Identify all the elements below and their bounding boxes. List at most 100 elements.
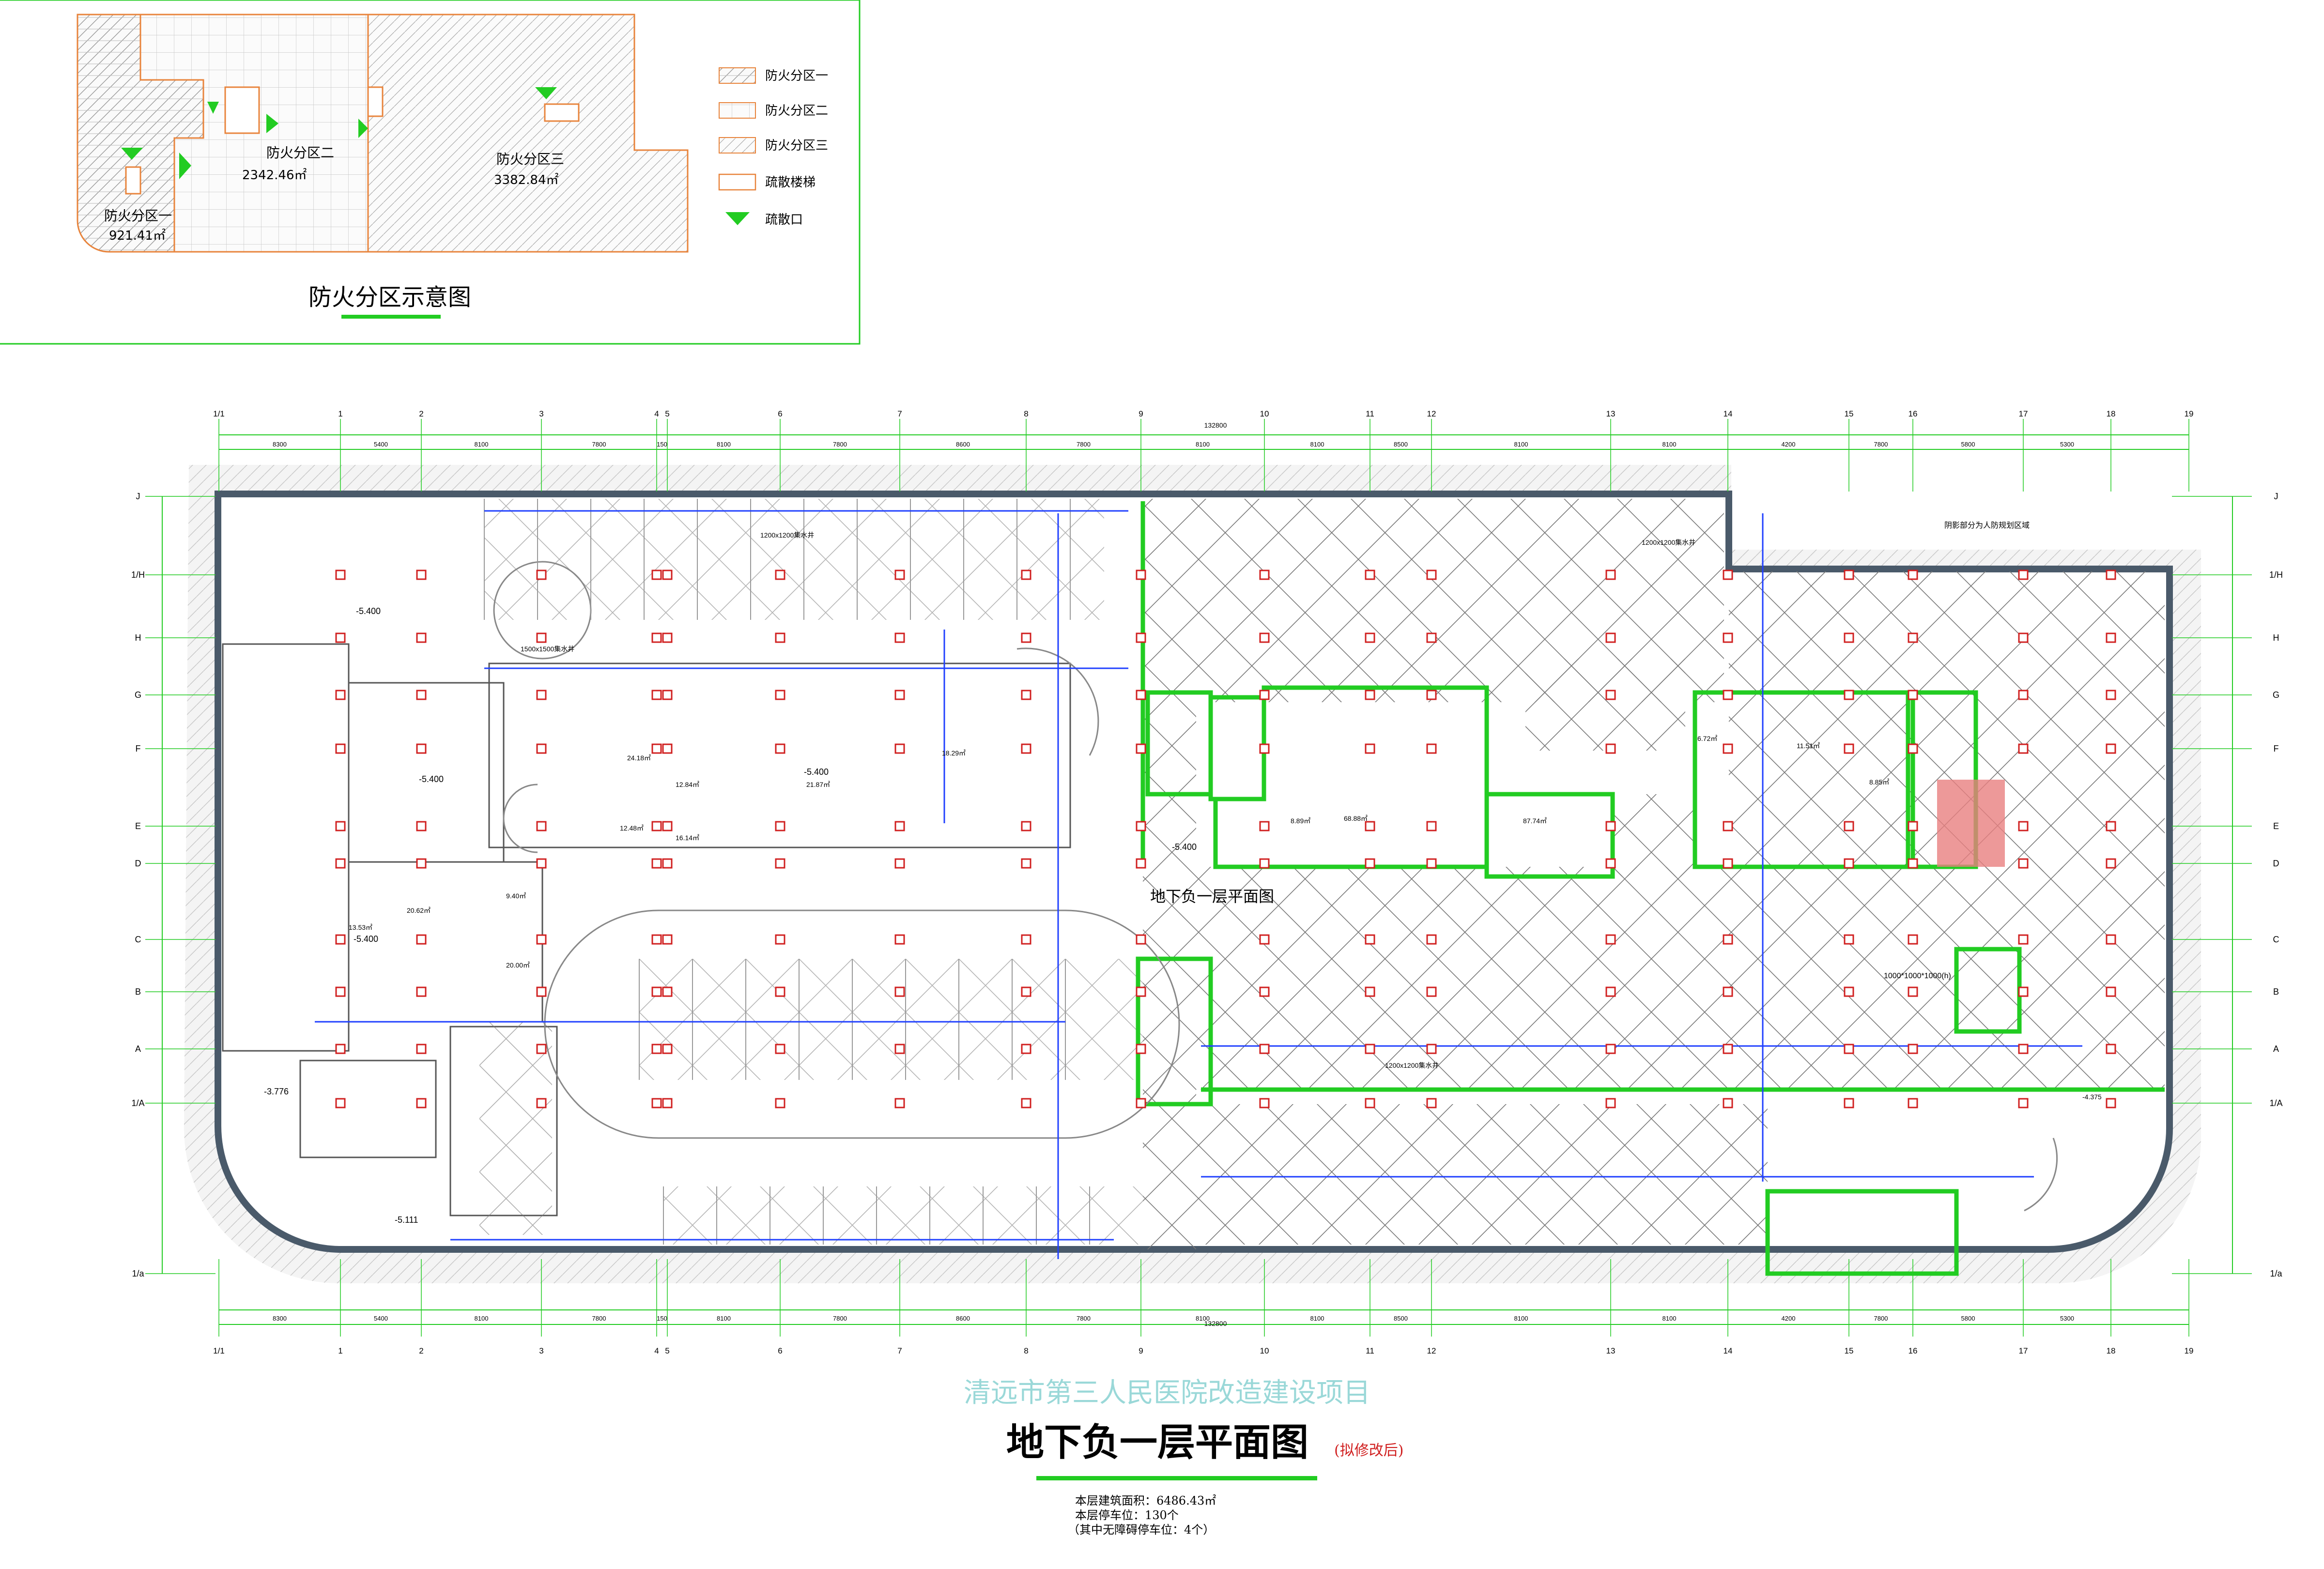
column — [1844, 934, 1854, 945]
stat-parking: 本层停车位：130个 — [1075, 1508, 1179, 1522]
dimension-value: 7800 — [592, 441, 606, 448]
exit-triangle-icon — [179, 153, 191, 179]
civil-defense-zone — [1143, 702, 1196, 1249]
column — [775, 1098, 785, 1108]
column — [1021, 821, 1031, 831]
legend-swatch — [718, 173, 756, 191]
axis-bubble-label: 1/a — [2270, 1269, 2282, 1278]
dimension-value: 8500 — [1394, 441, 1408, 448]
column — [662, 569, 673, 580]
column — [1605, 858, 1616, 869]
column — [2106, 1044, 2116, 1054]
stair-marker — [544, 103, 580, 122]
column — [1844, 632, 1854, 643]
column — [416, 858, 427, 869]
column — [1021, 569, 1031, 580]
dimension-value: 5300 — [2060, 1315, 2074, 1322]
column — [662, 632, 673, 643]
column — [335, 1044, 346, 1054]
column — [1021, 690, 1031, 700]
column — [775, 569, 785, 580]
column — [2018, 743, 2029, 754]
axis-bubble-label: 7 — [897, 1346, 902, 1355]
axis-bubble-label: 8 — [1024, 1346, 1028, 1355]
column — [1426, 743, 1437, 754]
parking-bays — [484, 499, 1104, 620]
column — [1259, 858, 1270, 869]
column — [416, 821, 427, 831]
dimension-value: 5400 — [374, 1315, 388, 1322]
key-plan-title: 防火分区示意图 — [308, 284, 471, 311]
column — [1844, 690, 1854, 700]
dimension-value: 5300 — [2060, 441, 2074, 448]
column — [2106, 934, 2116, 945]
room-area: 16.14㎡ — [676, 834, 699, 842]
column — [1844, 1098, 1854, 1108]
column — [894, 569, 905, 580]
axis-bubble-label: 5 — [665, 1346, 669, 1355]
overall-dimension: 132800 — [1204, 421, 1227, 429]
column — [651, 1044, 662, 1054]
column — [1259, 1044, 1270, 1054]
column — [1426, 1044, 1437, 1054]
zone-label: 防火分区一 — [104, 208, 172, 224]
zone-area: 2342.46㎡ — [242, 168, 307, 183]
column — [1365, 569, 1375, 580]
column — [2018, 1098, 2029, 1108]
column — [651, 821, 662, 831]
room-block-right — [1136, 501, 2165, 1276]
key-plan: 防火分区二 2342.46㎡ 防火分区三 3382.84㎡ 防火分区一 921.… — [0, 0, 861, 345]
column — [1136, 821, 1146, 831]
column — [775, 690, 785, 700]
axis-bubble-label: 16 — [1908, 409, 1918, 418]
axis-bubble-label: G — [135, 690, 141, 700]
column — [1605, 690, 1616, 700]
axis-bubble-label: 6 — [778, 1346, 782, 1355]
column — [662, 934, 673, 945]
axis-bubble-label: 1 — [338, 1346, 342, 1355]
axis-bubble-label: D — [2273, 859, 2279, 868]
sump-label: 1200x1200集水井 — [1385, 1061, 1439, 1069]
column — [775, 743, 785, 754]
column — [536, 821, 547, 831]
column — [651, 934, 662, 945]
column — [1365, 934, 1375, 945]
civil-defense-zone — [1613, 794, 1695, 877]
parking-stall-lines — [484, 499, 1090, 1245]
dimension-value: 7800 — [1077, 1315, 1091, 1322]
column — [1908, 690, 1918, 700]
exit-triangle-icon — [266, 114, 278, 133]
dimension-value: 8100 — [475, 1315, 489, 1322]
column — [662, 858, 673, 869]
sump-label: 1200x1200集水井 — [1642, 538, 1695, 546]
sump-label: 1000*1000*1000(h) — [1884, 972, 1951, 980]
column — [1365, 1098, 1375, 1108]
column — [335, 858, 346, 869]
axis-bubble-label: 7 — [897, 409, 902, 418]
column — [536, 934, 547, 945]
axis-bubble-label: 17 — [2019, 409, 2028, 418]
dimension-value: 8100 — [717, 441, 731, 448]
column — [2106, 1098, 2116, 1108]
column — [1723, 743, 1733, 754]
column — [1605, 934, 1616, 945]
dimension-value: 7800 — [833, 441, 847, 448]
stair-marker — [367, 86, 384, 117]
column — [2106, 632, 2116, 643]
exit-triangle-icon — [207, 102, 219, 114]
stair-marker — [125, 166, 141, 195]
dimension-value: 8100 — [1310, 1315, 1324, 1322]
room-area: 8.89㎡ — [1291, 817, 1310, 825]
room-area: 20.62㎡ — [407, 907, 431, 914]
axis-bubble-label: 2 — [419, 409, 423, 418]
civil-defense-note: 阴影部分为人防规划区域 — [1944, 521, 2030, 530]
column — [2018, 632, 2029, 643]
title-underline — [341, 315, 441, 319]
dimension-value: 7800 — [592, 1315, 606, 1322]
drawing-title: 地下负一层平面图 — [1006, 1421, 1308, 1464]
column — [335, 690, 346, 700]
column — [894, 632, 905, 643]
